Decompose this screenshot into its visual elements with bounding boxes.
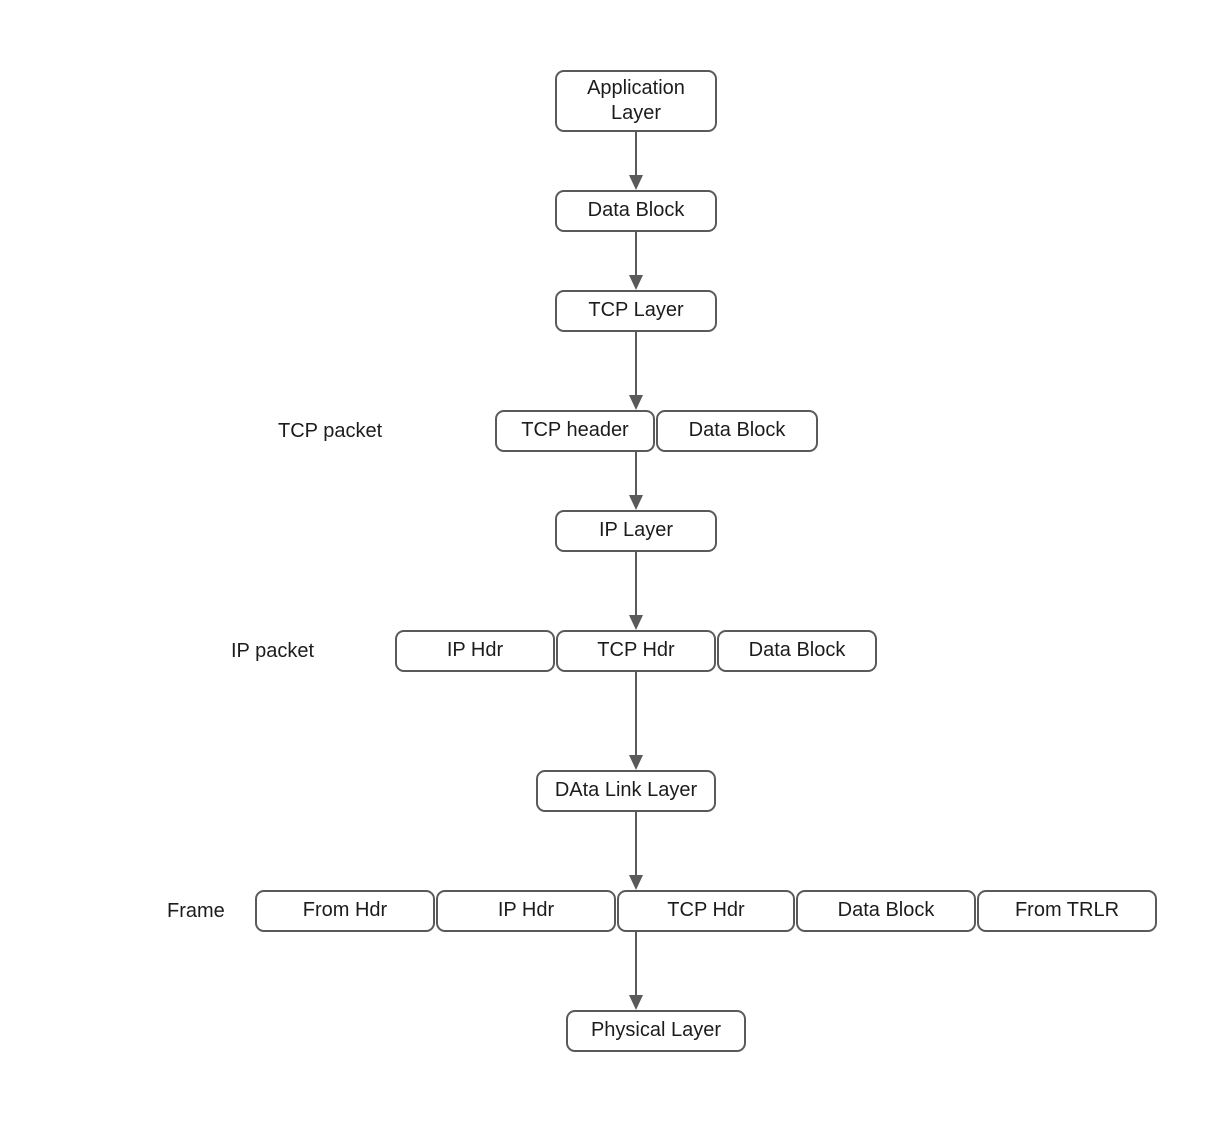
arrow-shaft xyxy=(635,812,637,875)
arrowhead-icon xyxy=(629,995,643,1010)
arrow-shaft xyxy=(635,552,637,615)
arrow-ip-packet-to-data-link-layer xyxy=(628,672,644,770)
node-tcp-layer[interactable]: TCP Layer xyxy=(555,290,717,332)
arrowhead-icon xyxy=(629,495,643,510)
arrow-data-block-to-tcp-layer xyxy=(628,232,644,290)
arrow-tcp-packet-to-ip-layer xyxy=(628,452,644,510)
arrowhead-icon xyxy=(629,395,643,410)
arrowhead-icon xyxy=(629,175,643,190)
node-ip-layer[interactable]: IP Layer xyxy=(555,510,717,552)
node-frame-tcp-hdr[interactable]: TCP Hdr xyxy=(617,890,795,932)
node-ip-packet-ip-hdr[interactable]: IP Hdr xyxy=(395,630,555,672)
arrow-ip-layer-to-ip-packet xyxy=(628,552,644,630)
arrow-shaft xyxy=(635,132,637,175)
arrowhead-icon xyxy=(629,275,643,290)
node-ip-packet-data[interactable]: Data Block xyxy=(717,630,877,672)
arrow-shaft xyxy=(635,232,637,275)
node-tcp-packet-header[interactable]: TCP header xyxy=(495,410,655,452)
arrowhead-icon xyxy=(629,755,643,770)
arrow-frame-to-physical-layer xyxy=(628,932,644,1010)
arrow-tcp-layer-to-tcp-packet xyxy=(628,332,644,410)
arrow-shaft xyxy=(635,332,637,395)
node-tcp-packet-data[interactable]: Data Block xyxy=(656,410,818,452)
node-frame-data-block[interactable]: Data Block xyxy=(796,890,976,932)
node-frame-from-hdr[interactable]: From Hdr xyxy=(255,890,435,932)
arrow-shaft xyxy=(635,452,637,495)
arrowhead-icon xyxy=(629,875,643,890)
node-frame-ip-hdr[interactable]: IP Hdr xyxy=(436,890,616,932)
node-ip-packet-tcp-hdr[interactable]: TCP Hdr xyxy=(556,630,716,672)
arrow-application-layer-to-data-block xyxy=(628,132,644,190)
arrow-shaft xyxy=(635,672,637,755)
ip-packet-label: IP packet xyxy=(231,640,315,662)
node-application-layer[interactable]: Application Layer xyxy=(555,70,717,132)
node-data-block-1[interactable]: Data Block xyxy=(555,190,717,232)
node-physical-layer[interactable]: Physical Layer xyxy=(566,1010,746,1052)
arrow-data-link-layer-to-frame xyxy=(628,812,644,890)
frame-label: Frame xyxy=(167,900,225,922)
tcp-packet-label: TCP packet xyxy=(278,420,383,442)
node-frame-from-trlr[interactable]: From TRLR xyxy=(977,890,1157,932)
node-data-link-layer[interactable]: DAta Link Layer xyxy=(536,770,716,812)
arrowhead-icon xyxy=(629,615,643,630)
arrow-shaft xyxy=(635,932,637,995)
